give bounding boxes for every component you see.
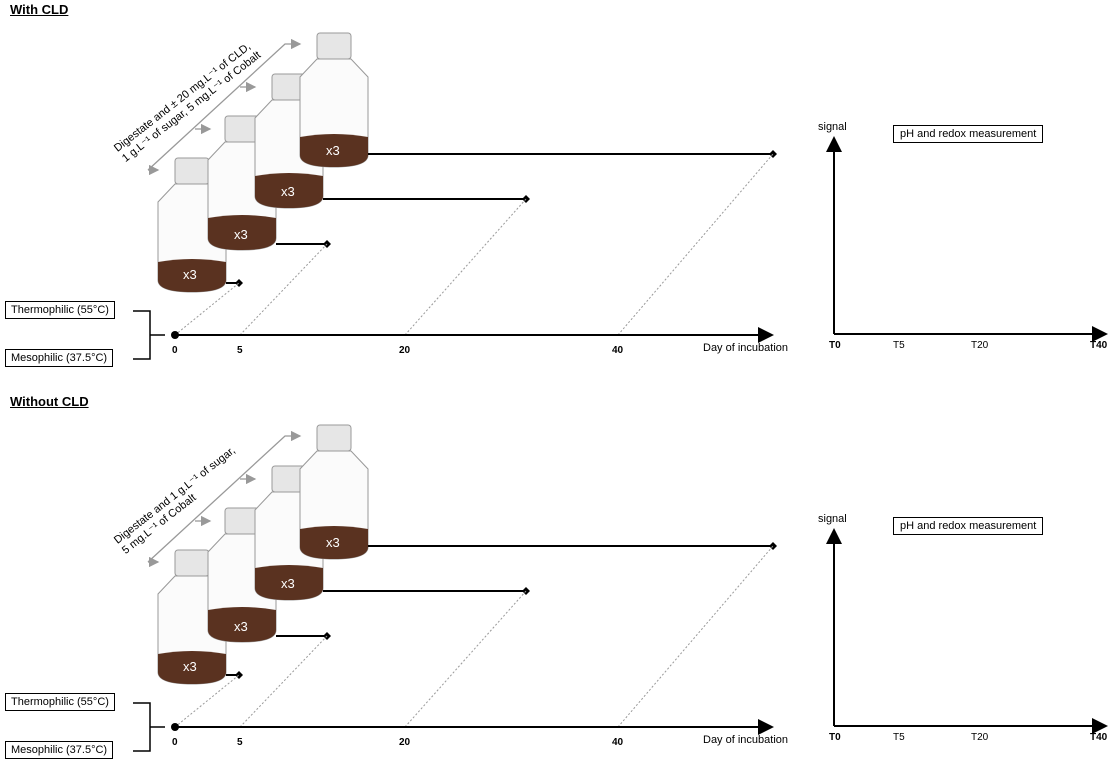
bottle-4 xyxy=(299,32,369,168)
mesophilic-box: Mesophilic (37.5°C) xyxy=(5,349,114,367)
projection-lines xyxy=(174,153,774,336)
thermophilic-box: Thermophilic (55°C) xyxy=(5,301,115,319)
temperature-bracket xyxy=(133,310,165,360)
signal-label: signal xyxy=(818,513,847,525)
schematic xyxy=(133,32,1108,360)
panel-without-cld: Without CLD xyxy=(0,392,1114,772)
signal-label: signal xyxy=(818,121,847,133)
temperature-bracket xyxy=(133,702,165,752)
bottle-count-2: x3 xyxy=(234,619,248,634)
x-tick-20: 20 xyxy=(399,345,411,356)
incubation-lines xyxy=(226,545,773,676)
addition-arrow xyxy=(147,430,302,568)
x-tick-0: 0 xyxy=(172,737,178,748)
thermophilic-box: Thermophilic (55°C) xyxy=(5,693,115,711)
bottle-count-3: x3 xyxy=(281,184,295,199)
t-tick-20: T20 xyxy=(971,732,989,743)
incubation-lines xyxy=(226,153,773,284)
measurement-box: pH and redox measurement xyxy=(893,517,1044,535)
x-tick-40: 40 xyxy=(612,345,624,356)
t-tick-0: T0 xyxy=(829,732,841,743)
t-tick-40: T40 xyxy=(1090,340,1108,351)
t-tick-5: T5 xyxy=(893,340,905,351)
x-tick-20: 20 xyxy=(399,737,411,748)
bottle-count-1: x3 xyxy=(183,659,197,674)
x-axis-label: Day of incubation xyxy=(703,342,788,354)
x-tick-0: 0 xyxy=(172,345,178,356)
t-tick-5: T5 xyxy=(893,732,905,743)
bottle-count-3: x3 xyxy=(281,576,295,591)
panel-title: With CLD xyxy=(10,2,69,17)
x-axis-label: Day of incubation xyxy=(703,734,788,746)
panel-with-cld: With CLD xyxy=(0,0,1114,380)
bottle-count-4: x3 xyxy=(326,143,340,158)
schematic xyxy=(133,424,1108,752)
t-tick-0: T0 xyxy=(829,340,841,351)
projection-lines xyxy=(174,545,774,728)
incubation-endpoints xyxy=(235,542,777,679)
t-tick-20: T20 xyxy=(971,340,989,351)
bottle-4 xyxy=(299,424,369,560)
axis-origin xyxy=(171,723,179,731)
x-tick-5: 5 xyxy=(237,737,243,748)
x-tick-5: 5 xyxy=(237,345,243,356)
panel-title: Without CLD xyxy=(10,394,89,409)
bottle-count-1: x3 xyxy=(183,267,197,282)
mesophilic-box: Mesophilic (37.5°C) xyxy=(5,741,114,759)
x-tick-40: 40 xyxy=(612,737,624,748)
bottle-count-4: x3 xyxy=(326,535,340,550)
bottle-count-2: x3 xyxy=(234,227,248,242)
addition-arrow xyxy=(147,38,302,176)
t-tick-40: T40 xyxy=(1090,732,1108,743)
axis-origin xyxy=(171,331,179,339)
measurement-box: pH and redox measurement xyxy=(893,125,1044,143)
